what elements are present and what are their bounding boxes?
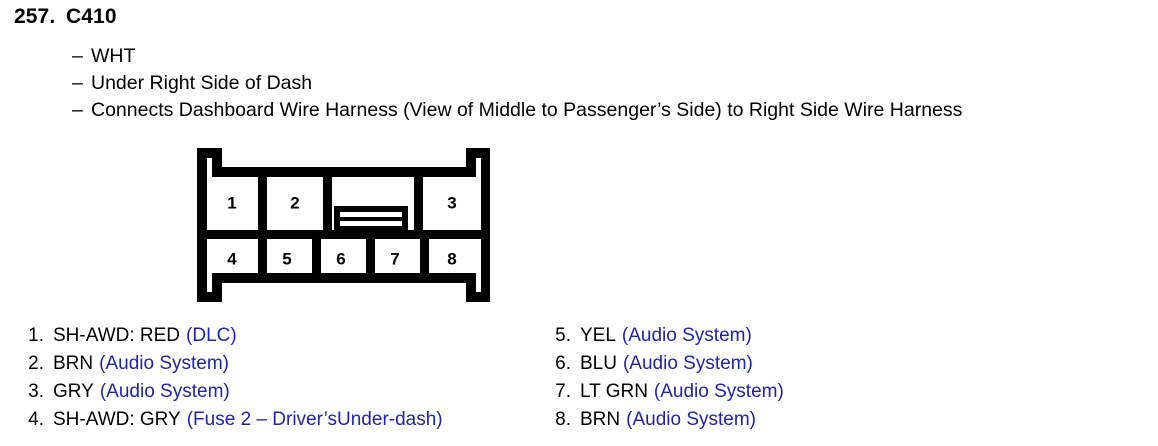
pin-number-2: 2 [290, 193, 299, 212]
pin-number-5: 5 [282, 249, 291, 268]
pin-circuit-name: (Audio System) [626, 409, 756, 430]
pin-legend-number: 2. [28, 353, 44, 374]
pin-wire-color: SH-AWD: GRY [53, 409, 181, 430]
row-divider [197, 230, 490, 239]
connector-svg: 1 2 3 4 5 6 7 8 [197, 148, 490, 302]
pin-number-6: 6 [336, 249, 345, 268]
pin-number-1: 1 [227, 193, 236, 212]
connector-diagram: 1 2 3 4 5 6 7 8 [190, 142, 490, 312]
description-list: –WHT –Under Right Side of Dash –Connects… [72, 43, 1152, 124]
pin-wire-color: BLU [580, 353, 617, 374]
pin-legend-item-5: 5. YEL(Audio System) [545, 322, 1065, 350]
pin-legend: 1.SH-AWD: RED(DLC) 2.BRN(Audio System) 3… [0, 322, 1158, 446]
description-item: –Under Right Side of Dash [72, 70, 1152, 97]
pin-legend-item-6: 6. BLU(Audio System) [545, 350, 1065, 378]
pin-legend-number: 4. [28, 409, 44, 430]
top-divider-2-gap [323, 172, 332, 234]
pin-legend-item-4: 4. SH-AWD: GRY(Fuse 2 – Driver’sUnder-das… [18, 406, 538, 434]
description-text: WHT [91, 45, 136, 67]
pin-legend-number: 5. [555, 325, 571, 346]
pin-number-7: 7 [390, 249, 399, 268]
description-item: –WHT [72, 43, 1152, 70]
pin-wire-color: BRN [53, 353, 94, 374]
pin-legend-left-column: 1. SH-AWD: RED(DLC) 2. BRN(Audio System) 3… [18, 322, 538, 434]
top-divider-gap-3 [414, 172, 423, 234]
pin-legend-number: 1. [28, 325, 44, 346]
pin-wire-color: BRN [580, 409, 621, 430]
pin-circuit-name: (DLC) [186, 325, 237, 346]
pin-number-4: 4 [227, 249, 237, 268]
pin-number-8: 8 [447, 249, 456, 268]
pin-legend-number: 6. [555, 353, 571, 374]
center-latch-tab-icon [334, 206, 408, 232]
dash-bullet-icon: – [72, 99, 83, 121]
dash-bullet-icon: – [72, 72, 83, 94]
pin-circuit-name: (Audio System) [99, 381, 230, 402]
pin-circuit-name: (Audio System) [622, 353, 753, 374]
page-title: 257. C410 [14, 5, 117, 29]
bottom-divider-4-5 [258, 235, 267, 283]
pin-legend-number: 8. [555, 409, 571, 430]
description-text: Connects Dashboard Wire Harness (View of… [91, 99, 963, 121]
pin-wire-color: YEL [580, 325, 616, 346]
pin-circuit-name: (Audio System) [621, 325, 752, 346]
pin-wire-color: GRY [53, 381, 94, 402]
description-item: –Connects Dashboard Wire Harness (View o… [72, 97, 1152, 124]
item-number: 257. [14, 5, 56, 28]
pin-legend-number: 3. [28, 381, 44, 402]
pin-legend-number: 7. [555, 381, 571, 402]
pin-circuit-name: (Audio System) [653, 381, 784, 402]
pin-legend-item-3: 3. GRY(Audio System) [18, 378, 538, 406]
pin-legend-item-1: 1. SH-AWD: RED(DLC) [18, 322, 538, 350]
pin-circuit-name: (Fuse 2 – Driver’sUnder-dash) [186, 409, 443, 430]
pin-wire-color: SH-AWD: RED [53, 325, 181, 346]
pin-legend-item-2: 2. BRN(Audio System) [18, 350, 538, 378]
pin-number-3: 3 [447, 193, 456, 212]
pin-legend-item-7: 7. LT GRN(Audio System) [545, 378, 1065, 406]
bottom-divider-7-8 [420, 235, 429, 283]
pin-wire-color: LT GRN [580, 381, 648, 402]
description-text: Under Right Side of Dash [91, 72, 313, 94]
connector-id: C410 [66, 5, 117, 28]
pin-legend-item-8: 8. BRN(Audio System) [545, 406, 1065, 434]
pin-circuit-name: (Audio System) [99, 353, 229, 374]
top-divider-1-2 [258, 172, 267, 234]
bottom-divider-6-7 [366, 235, 375, 283]
bottom-divider-5-6 [312, 235, 321, 283]
dash-bullet-icon: – [72, 45, 83, 67]
pin-legend-right-column: 5.YEL(Audio System) 6.BLU(Audio System) … [545, 322, 1065, 434]
